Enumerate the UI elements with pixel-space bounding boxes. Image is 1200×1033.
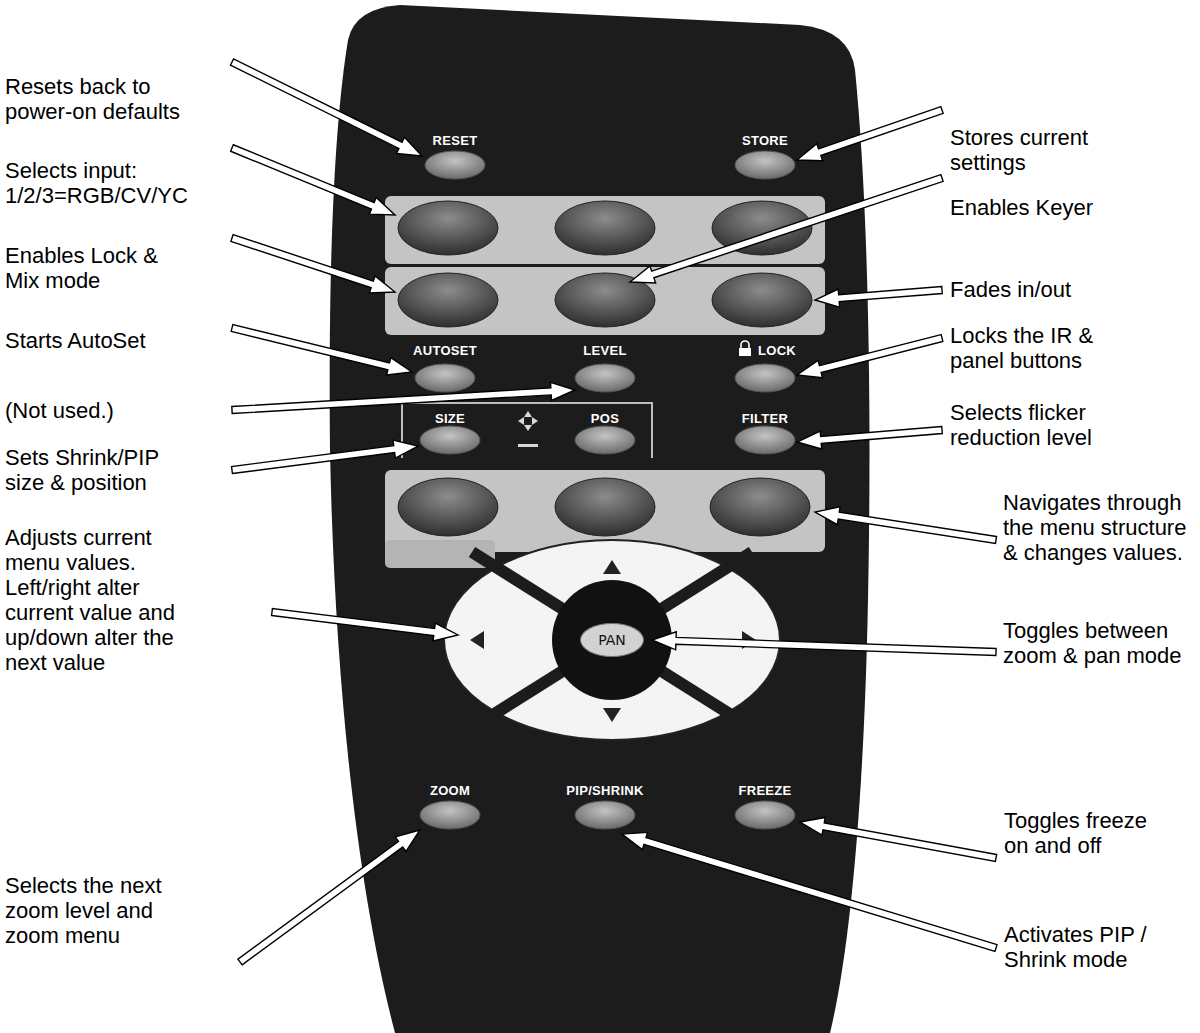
pan-key: PAN bbox=[580, 623, 644, 657]
small-button bbox=[575, 426, 635, 454]
callout-arrow bbox=[815, 507, 997, 544]
callout-arrow bbox=[231, 325, 412, 375]
small-button bbox=[735, 151, 795, 179]
callout-arrow bbox=[232, 440, 418, 473]
button-label: STORE bbox=[742, 133, 788, 148]
callout-arrow bbox=[272, 609, 458, 641]
lock-icon bbox=[741, 341, 749, 348]
callout-text: Toggles between zoom & pan mode bbox=[1003, 618, 1195, 668]
small-button bbox=[575, 801, 635, 829]
callout-text: Sets Shrink/PIP size & position bbox=[5, 445, 185, 495]
small-button bbox=[735, 426, 795, 454]
button-label: ZOOM bbox=[430, 783, 470, 798]
callout-text: Navigates through the menu structure & c… bbox=[1003, 490, 1195, 565]
arrow-down-symbol bbox=[603, 708, 621, 722]
callout-text: Enables Keyer bbox=[950, 195, 1170, 220]
callout-text: (Not used.) bbox=[5, 398, 205, 423]
callout-text: Enables Lock & Mix mode bbox=[5, 243, 185, 293]
small-button bbox=[575, 364, 635, 392]
move-icon bbox=[518, 411, 538, 447]
key-label: PAN bbox=[598, 632, 626, 648]
move-icon bbox=[524, 411, 532, 417]
callout-text: Locks the IR & panel buttons bbox=[950, 323, 1140, 373]
button-label: LOCK bbox=[758, 343, 796, 358]
input-button bbox=[398, 201, 498, 255]
small-button bbox=[735, 801, 795, 829]
button-panel bbox=[385, 196, 825, 264]
callout-arrow bbox=[797, 107, 943, 161]
move-icon bbox=[532, 417, 538, 425]
move-icon bbox=[524, 425, 532, 431]
callout-text: Selects flicker reduction level bbox=[950, 400, 1150, 450]
size-pos-bracket bbox=[402, 403, 652, 458]
callout-arrow bbox=[630, 175, 943, 283]
menu-button bbox=[398, 478, 498, 536]
button-label: AUTOSET bbox=[413, 343, 477, 358]
small-button bbox=[415, 364, 475, 392]
callout-text: Adjusts current menu values. Left/right … bbox=[5, 525, 200, 675]
button-label: LEVEL bbox=[583, 343, 626, 358]
arrow-up-symbol bbox=[603, 560, 621, 574]
callout-text: Selects the next zoom level and zoom men… bbox=[5, 873, 200, 948]
button-label: RESET bbox=[433, 133, 478, 148]
menu-button bbox=[555, 478, 655, 536]
button-label: FREEZE bbox=[738, 783, 791, 798]
callout-arrow bbox=[238, 830, 420, 965]
callout-text: Fades in/out bbox=[950, 277, 1150, 302]
button-label: SIZE bbox=[435, 411, 465, 426]
menu-button bbox=[710, 478, 810, 536]
remote-body bbox=[330, 5, 870, 1033]
button-label: POS bbox=[591, 411, 619, 426]
callout-arrow bbox=[232, 382, 575, 413]
callout-arrow bbox=[231, 235, 395, 293]
callout-text: Selects input: 1/2/3=RGB/CV/YC bbox=[5, 158, 205, 208]
input-button bbox=[555, 201, 655, 255]
mode-button bbox=[398, 273, 498, 327]
callout-text: Activates PIP / Shrink mode bbox=[1004, 922, 1194, 972]
button-label: PIP/SHRINK bbox=[566, 783, 643, 798]
callout-arrow bbox=[797, 427, 942, 449]
small-button bbox=[420, 801, 480, 829]
callout-arrow bbox=[622, 832, 997, 951]
small-button bbox=[735, 364, 795, 392]
move-icon bbox=[518, 417, 524, 425]
small-button bbox=[420, 426, 480, 454]
move-icon bbox=[518, 444, 538, 447]
callout-arrow bbox=[800, 817, 997, 861]
mode-button bbox=[712, 273, 812, 327]
button-panel bbox=[385, 267, 825, 335]
small-button bbox=[425, 151, 485, 179]
callout-arrow bbox=[230, 59, 422, 156]
button-label: FILTER bbox=[742, 411, 788, 426]
lock-icon bbox=[739, 348, 751, 356]
callout-arrows bbox=[230, 59, 997, 965]
arrow-left-symbol bbox=[470, 631, 484, 649]
callout-text: Stores current settings bbox=[950, 125, 1150, 175]
callout-text: Starts AutoSet bbox=[5, 328, 205, 353]
callout-text: Toggles freeze on and off bbox=[1004, 808, 1169, 858]
callout-arrow bbox=[231, 145, 395, 215]
callout-arrow bbox=[815, 287, 942, 308]
callout-text: Resets back to power-on defaults bbox=[5, 74, 205, 124]
callout-arrow bbox=[652, 632, 996, 656]
callout-arrow bbox=[797, 335, 943, 378]
